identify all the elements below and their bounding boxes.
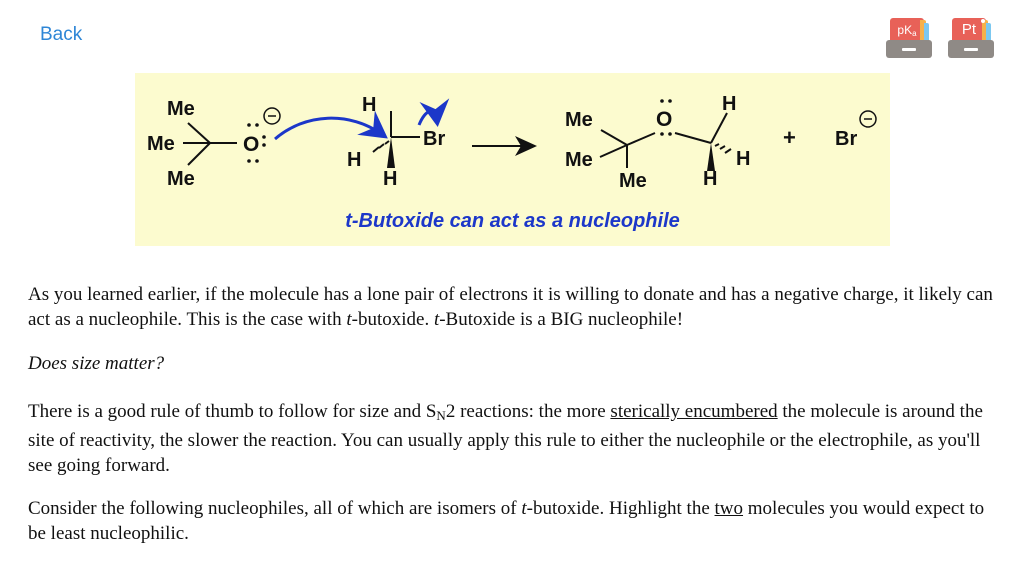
tab-icon — [920, 20, 926, 44]
tab-icon — [924, 23, 929, 43]
hydrogen-label: H — [722, 93, 736, 115]
tert-butyl-methyl-ether-molecule: Me Me Me O H H H — [565, 93, 750, 192]
negative-charge-icon — [859, 110, 877, 128]
dot-icon — [981, 19, 985, 23]
hydrogen-label: H — [736, 148, 750, 170]
me-label: Me — [565, 149, 593, 171]
bromide-ion: Br — [835, 110, 877, 150]
t-butoxide-molecule: Me Me Me O — [147, 98, 281, 190]
bromine-label: Br — [423, 128, 445, 150]
paragraph-rule: There is a good rule of thumb to follow … — [28, 401, 983, 476]
hydrogen-label: H — [347, 149, 361, 171]
reaction-diagram: Me Me Me O H H — [147, 93, 877, 192]
oxygen-label: O — [656, 108, 672, 131]
hydrogen-label: H — [703, 168, 717, 190]
curved-arrow-icon — [274, 110, 388, 141]
paragraph-instruction: Consider the following nucleophiles, all… — [28, 498, 985, 544]
methyl-bromide-molecule: H H H Br — [347, 94, 445, 190]
lone-pair-dots — [660, 99, 672, 136]
oxygen-label: O — [243, 133, 259, 156]
plus-sign: + — [783, 125, 796, 150]
negative-charge-icon — [263, 107, 281, 125]
me-label: Me — [167, 98, 195, 120]
periodic-table-tool-button[interactable]: Pt — [948, 16, 994, 60]
tab-icon — [982, 20, 988, 44]
hydrogen-label: H — [362, 94, 376, 116]
me-label: Me — [167, 168, 195, 190]
reaction-scheme: Me Me Me O H H — [135, 73, 890, 246]
sterically-encumbered-term: sterically encumbered — [610, 401, 778, 422]
me-label: Me — [147, 133, 175, 155]
hydrogen-label: H — [383, 168, 397, 190]
pt-label: Pt — [961, 21, 977, 38]
slot-icon — [902, 48, 916, 51]
back-button[interactable]: Back — [40, 24, 83, 45]
slot-icon — [964, 48, 978, 51]
pka-tool-button[interactable]: pKa — [886, 16, 932, 60]
me-label: Me — [565, 109, 593, 131]
paragraph-question: Does size matter? — [28, 353, 165, 374]
bromine-label: Br — [835, 128, 857, 150]
lone-pair-dots — [247, 123, 266, 163]
paragraph-intro: As you learned earlier, if the molecule … — [28, 284, 993, 330]
pka-label: pKa — [897, 23, 917, 38]
scheme-caption: t-Butoxide can act as a nucleophile — [345, 210, 680, 232]
me-label: Me — [619, 170, 647, 192]
curved-arrow-icon — [417, 98, 450, 127]
tab-icon — [986, 23, 991, 43]
